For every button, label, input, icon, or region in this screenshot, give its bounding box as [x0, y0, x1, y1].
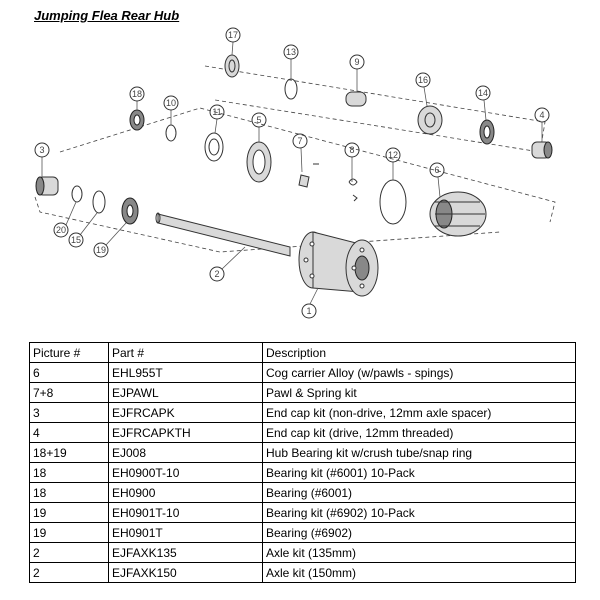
callout-6: 6 [434, 165, 439, 175]
cell-description: Hub Bearing kit w/crush tube/snap ring [262, 442, 576, 463]
table-row: 7+8 EJPAWL Pawl & Spring kit [29, 382, 576, 403]
cell-part-number: EJFRCAPKTH [108, 422, 263, 443]
cell-description: Bearing (#6001) [262, 482, 576, 503]
cell-picture-number: 7+8 [29, 382, 109, 403]
callout-20: 20 [56, 225, 66, 235]
table-row: 19 EH0901T-10 Bearing kit (#6902) 10-Pac… [29, 502, 576, 523]
cell-part-number: EH0900 [108, 482, 263, 503]
part-19-bearing: 19 [93, 197, 139, 258]
cell-part-number: EJFRCAPK [108, 402, 263, 423]
callout-8: 8 [349, 145, 354, 155]
part-11-shim: 11 [204, 104, 225, 162]
part-17-seal: 17 [224, 27, 241, 78]
part-16-spacer: 16 [415, 72, 443, 135]
cell-description: Pawl & Spring kit [262, 382, 576, 403]
part-4-drive-end-cap: 4 [531, 107, 553, 159]
callout-15: 15 [71, 235, 81, 245]
part-8-spring: 8 [344, 142, 360, 202]
callout-1: 1 [306, 306, 311, 316]
cell-picture-number: 19 [29, 502, 109, 523]
table-row: 2 EJFAXK135 Axle kit (135mm) [29, 542, 576, 563]
cell-part-number: EJFAXK150 [108, 562, 263, 583]
callout-18: 18 [132, 89, 142, 99]
upper-assembly-guide [204, 65, 546, 153]
part-1-hub-shell: 1 [298, 231, 379, 319]
cell-description: Bearing kit (#6001) 10-Pack [262, 462, 576, 483]
callout-10: 10 [166, 98, 176, 108]
table-row: 3 EJFRCAPK End cap kit (non-drive, 12mm … [29, 402, 576, 423]
table-row: 18 EH0900T-10 Bearing kit (#6001) 10-Pac… [29, 462, 576, 483]
cell-description: End cap kit (non-drive, 12mm axle spacer… [262, 402, 576, 423]
cell-part-number: EH0900T-10 [108, 462, 263, 483]
cell-picture-number: 6 [29, 362, 109, 383]
cell-description: Bearing (#6902) [262, 522, 576, 543]
callout-2: 2 [214, 269, 219, 279]
cell-picture-number: 4 [29, 422, 109, 443]
lower-assembly-guide [34, 196, 501, 253]
cell-part-number: EJPAWL [108, 382, 263, 403]
callout-19: 19 [96, 245, 106, 255]
parts-table: Picture # Part # Description 6 EHL955T C… [29, 342, 576, 583]
cell-part-number: EH0901T-10 [108, 502, 263, 523]
callout-13: 13 [286, 47, 296, 57]
page-title: Jumping Flea Rear Hub [34, 8, 180, 23]
cell-picture-number: 18 [29, 462, 109, 483]
part-6-cog-carrier: 6 [429, 162, 487, 237]
part-7-pawl: 7 [292, 133, 319, 188]
cell-picture-number: 19 [29, 522, 109, 543]
callout-4: 4 [539, 110, 544, 120]
cell-description: Axle kit (150mm) [262, 562, 576, 583]
cell-picture-number: 2 [29, 562, 109, 583]
part-13-snap-ring: 13 [283, 44, 299, 100]
table-row: 19 EH0901T Bearing (#6902) [29, 522, 576, 543]
table-row: 2 EJFAXK150 Axle kit (150mm) [29, 562, 576, 583]
part-10-washer: 10 [163, 95, 179, 142]
exploded-hub-diagram: 17 13 9 16 14 4 [34, 27, 556, 319]
callout-16: 16 [418, 75, 428, 85]
callout-5: 5 [256, 115, 261, 125]
cell-picture-number: 18+19 [29, 442, 109, 463]
cell-picture-number: 2 [29, 542, 109, 563]
header-description: Description [262, 342, 576, 363]
part-5-ratchet-ring: 5 [246, 112, 272, 183]
callout-11: 11 [212, 107, 221, 117]
cell-part-number: EHL955T [108, 362, 263, 383]
part-18-bearing: 18 [129, 86, 145, 131]
table-row: 4 EJFRCAPKTH End cap kit (drive, 12mm th… [29, 422, 576, 443]
middle-assembly-guide [59, 107, 556, 223]
cell-description: End cap kit (drive, 12mm threaded) [262, 422, 576, 443]
cell-description: Cog carrier Alloy (w/pawls - spings) [262, 362, 576, 383]
cell-picture-number: 18 [29, 482, 109, 503]
callout-7: 7 [297, 136, 302, 146]
callout-12: 12 [388, 150, 398, 160]
table-row: 6 EHL955T Cog carrier Alloy (w/pawls - s… [29, 362, 576, 383]
part-15-snap-ring: 15 [68, 190, 106, 248]
part-14-bearing: 14 [475, 85, 495, 145]
callout-14: 14 [478, 88, 488, 98]
header-picture-number: Picture # [29, 342, 109, 363]
part-3-non-drive-end-cap: 3 [34, 142, 59, 196]
part-9-spacer: 9 [345, 54, 367, 107]
cell-picture-number: 3 [29, 402, 109, 423]
cell-part-number: EJ008 [108, 442, 263, 463]
cell-part-number: EJFAXK135 [108, 542, 263, 563]
part-20-washer: 20 [53, 185, 83, 238]
table-row: 18 EH0900 Bearing (#6001) [29, 482, 576, 503]
cell-part-number: EH0901T [108, 522, 263, 543]
header-part-number: Part # [108, 342, 263, 363]
table-row: 18+19 EJ008 Hub Bearing kit w/crush tube… [29, 442, 576, 463]
cell-description: Axle kit (135mm) [262, 542, 576, 563]
cell-description: Bearing kit (#6902) 10-Pack [262, 502, 576, 523]
part-12-o-ring: 12 [379, 147, 407, 225]
callout-9: 9 [354, 57, 359, 67]
table-header-row: Picture # Part # Description [29, 342, 576, 363]
callout-17: 17 [228, 30, 238, 40]
callout-3: 3 [39, 145, 44, 155]
part-2-axle: 2 [155, 212, 291, 282]
